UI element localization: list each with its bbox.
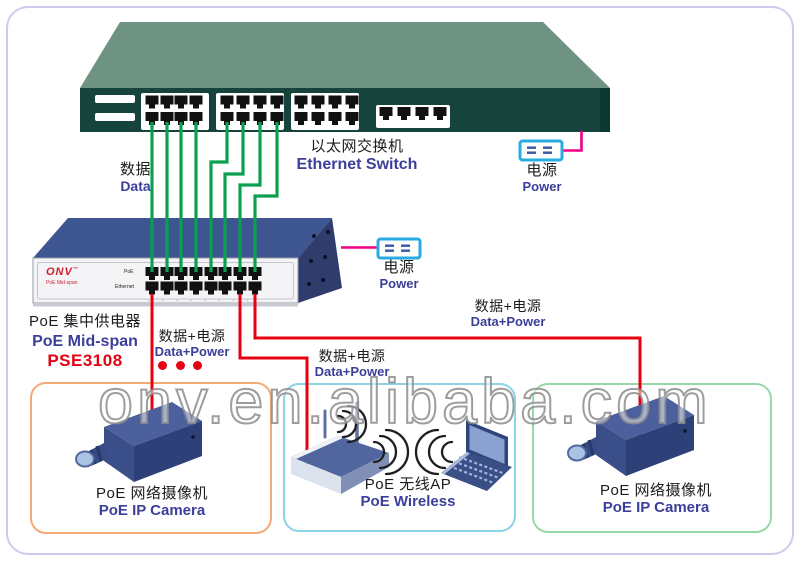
midspan-model: PSE3108 xyxy=(47,351,123,370)
midspan-brand-logo: ONV™ xyxy=(46,266,79,279)
midspan-title-cn: PoE 集中供电器 xyxy=(28,313,142,330)
power2-label-en: Power xyxy=(379,276,419,291)
switch-label-cn: 以太网交换机 xyxy=(310,138,404,155)
dp1-label-cn: 数据+电源 xyxy=(158,328,226,344)
endpoint-box-camera-right xyxy=(532,383,772,533)
dp1-label-en: Data+Power xyxy=(154,344,230,359)
port-row-label-ethernet: Ethernet xyxy=(115,284,134,290)
brand-mark: ™ xyxy=(72,266,79,273)
poe-midspan-device xyxy=(32,218,342,307)
switch-uplink-port-group xyxy=(376,105,450,128)
midspan-brand-sub: PoE Mid-span xyxy=(46,280,78,286)
power1-label-cn: 电源 xyxy=(526,162,558,179)
dp2-label-cn: 数据+电源 xyxy=(318,348,386,364)
brand-text: ONV xyxy=(46,266,73,278)
outer-frame xyxy=(6,6,794,555)
switch-port-group-3 xyxy=(291,93,359,130)
power-adapter-midspan xyxy=(376,237,422,260)
power-wire-switch xyxy=(562,131,583,152)
data-wire-6 xyxy=(223,122,245,272)
data-wire-7 xyxy=(238,122,262,272)
ethernet-switch xyxy=(80,22,610,132)
wifi-waves-icon-laptop xyxy=(414,428,454,476)
endpoint2-label-cn: PoE 无线AP xyxy=(364,476,452,493)
port-row-label-poe: PoE xyxy=(124,269,134,275)
switch-port-group-2 xyxy=(216,93,284,130)
dp3-label-cn: 数据+电源 xyxy=(474,298,542,314)
switch-vent-bar xyxy=(95,113,135,121)
power2-label-cn: 电源 xyxy=(383,259,415,276)
data-wire-8 xyxy=(253,122,279,272)
poe-ip-camera-right xyxy=(566,394,696,478)
endpoint1-label-cn: PoE 网络摄像机 xyxy=(95,485,209,502)
poe-wires-red xyxy=(150,294,642,470)
laptop xyxy=(441,420,512,491)
data-wire-5 xyxy=(209,122,229,272)
dc-power-icon xyxy=(385,244,410,252)
endpoint-box-wireless xyxy=(283,383,516,532)
endpoint2-label-en: PoE Wireless xyxy=(360,493,456,510)
switch-vent-bar xyxy=(95,95,135,103)
power-adapter-switch xyxy=(518,139,564,162)
poe-wire-camera-right xyxy=(253,294,642,436)
poe-wire-wireless-ap xyxy=(238,294,309,470)
dp2-label-en: Data+Power xyxy=(314,364,390,379)
endpoint3-label-en: PoE IP Camera xyxy=(602,499,710,516)
switch-port-group-1 xyxy=(141,93,209,130)
data-wires-green xyxy=(150,122,279,272)
data-label-cn: 数据 xyxy=(119,161,151,178)
red-ellipsis-dots xyxy=(158,361,202,370)
dc-power-icon xyxy=(527,146,552,154)
dp3-label-en: Data+Power xyxy=(470,314,546,329)
endpoint1-label-en: PoE IP Camera xyxy=(98,502,206,519)
power1-label-en: Power xyxy=(522,179,562,194)
switch-label-en: Ethernet Switch xyxy=(296,156,418,173)
midspan-title-en: PoE Mid-span xyxy=(32,333,138,350)
endpoint3-label-cn: PoE 网络摄像机 xyxy=(599,482,713,499)
data-label-en: Data xyxy=(120,178,151,194)
wifi-waves-icon xyxy=(336,404,410,476)
poe-wireless-ap xyxy=(291,401,389,494)
poe-ip-camera-left xyxy=(75,402,202,482)
